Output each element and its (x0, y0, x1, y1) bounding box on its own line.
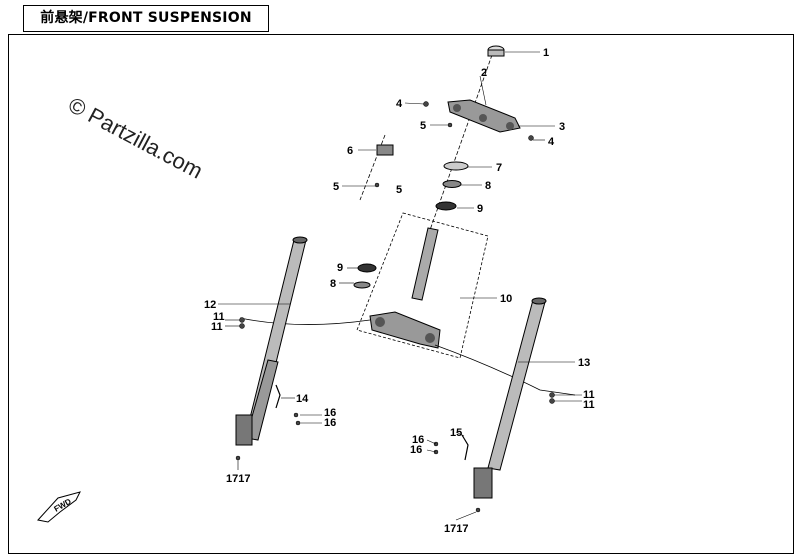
callout-16d: 16 (410, 444, 422, 456)
left-fork-tube (235, 236, 308, 446)
callout-16a: 16 (324, 407, 336, 419)
callout-5b: 5 (333, 181, 339, 193)
callout-8a: 8 (485, 180, 491, 192)
callout-1: 1 (543, 47, 549, 59)
title-box: 前悬架/FRONT SUSPENSION (23, 5, 269, 32)
callout-13: 13 (578, 357, 590, 369)
upper-triple-clamp (447, 99, 521, 133)
callout-17a: 1717 (226, 473, 250, 485)
callout-16b: 16 (324, 417, 336, 429)
washer-7 (443, 161, 469, 171)
callout-5c: 5 (396, 184, 402, 196)
bracket-14 (275, 384, 281, 409)
callout-11a: 11 (213, 311, 225, 323)
callout-6: 6 (347, 145, 353, 157)
diagram-frame (8, 34, 794, 554)
callout-11b: 11 (211, 321, 223, 333)
lower-triple-clamp (369, 311, 441, 349)
callout-12: 12 (204, 299, 216, 311)
part-clip (376, 144, 394, 156)
washer-8 (442, 180, 462, 188)
callout-3: 3 (559, 121, 565, 133)
callout-9a: 9 (477, 203, 483, 215)
callout-10: 10 (500, 293, 512, 305)
callout-14: 14 (296, 393, 309, 405)
callout-5a: 5 (420, 120, 426, 132)
part-cap (487, 45, 505, 57)
bracket-15 (461, 434, 469, 461)
callout-15: 15 (450, 427, 462, 439)
callout-4a: 4 (396, 98, 403, 110)
callout-17b: 1717 (444, 523, 468, 535)
fwd-arrow-icon: FWD (37, 491, 81, 523)
callout-16c: 16 (412, 434, 424, 446)
bearing-9 (435, 201, 457, 211)
callout-11d: 11 (583, 399, 595, 411)
callout-7: 7 (496, 162, 502, 174)
bearing-9-lower (357, 263, 377, 273)
steering-stem (411, 227, 439, 301)
washer-8-lower (353, 281, 371, 289)
callout-11c: 11 (583, 389, 595, 401)
callout-2: 2 (481, 67, 487, 79)
callout-8b: 8 (330, 278, 336, 290)
callout-4b: 4 (548, 136, 555, 148)
right-fork-tube (473, 297, 547, 499)
callout-9b: 9 (337, 262, 343, 274)
page-title: 前悬架/FRONT SUSPENSION (40, 10, 252, 26)
